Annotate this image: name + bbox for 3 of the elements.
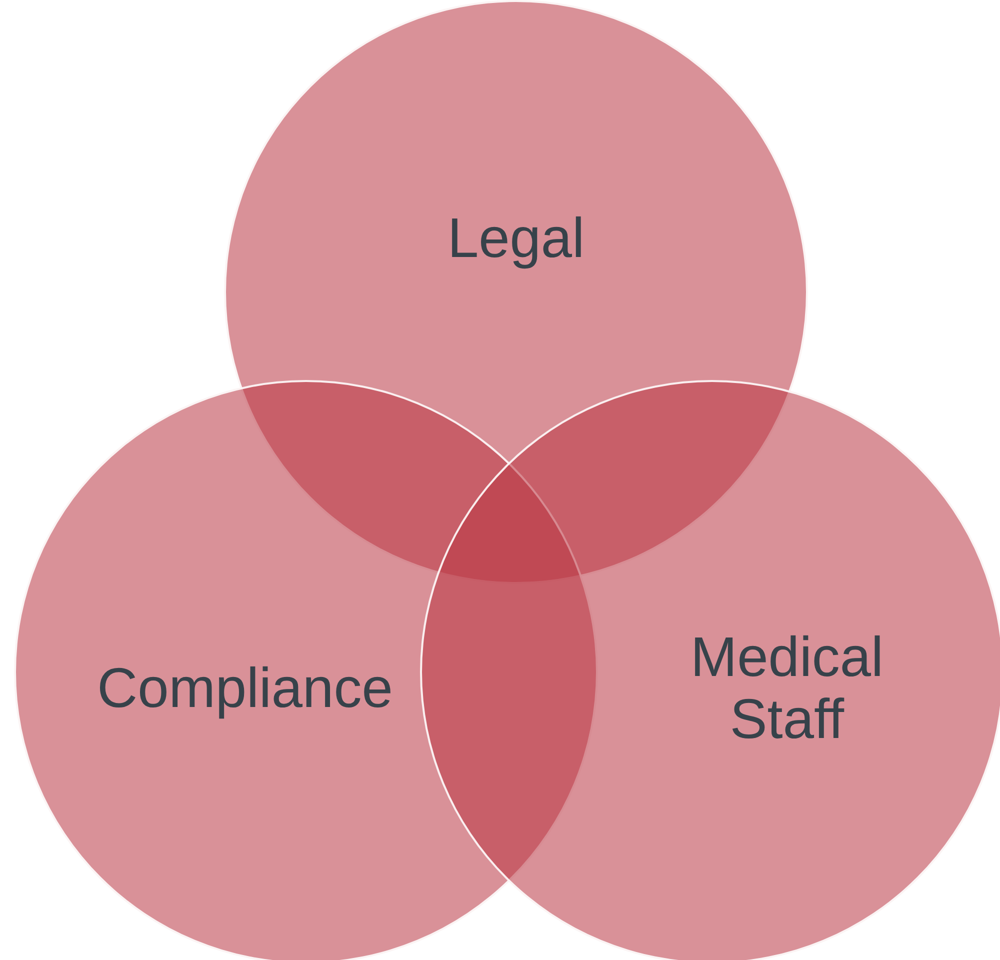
- circle-label: Legal: [446, 207, 586, 269]
- circle-label: Medical Staff: [690, 626, 884, 750]
- circle-label: Compliance: [96, 657, 394, 719]
